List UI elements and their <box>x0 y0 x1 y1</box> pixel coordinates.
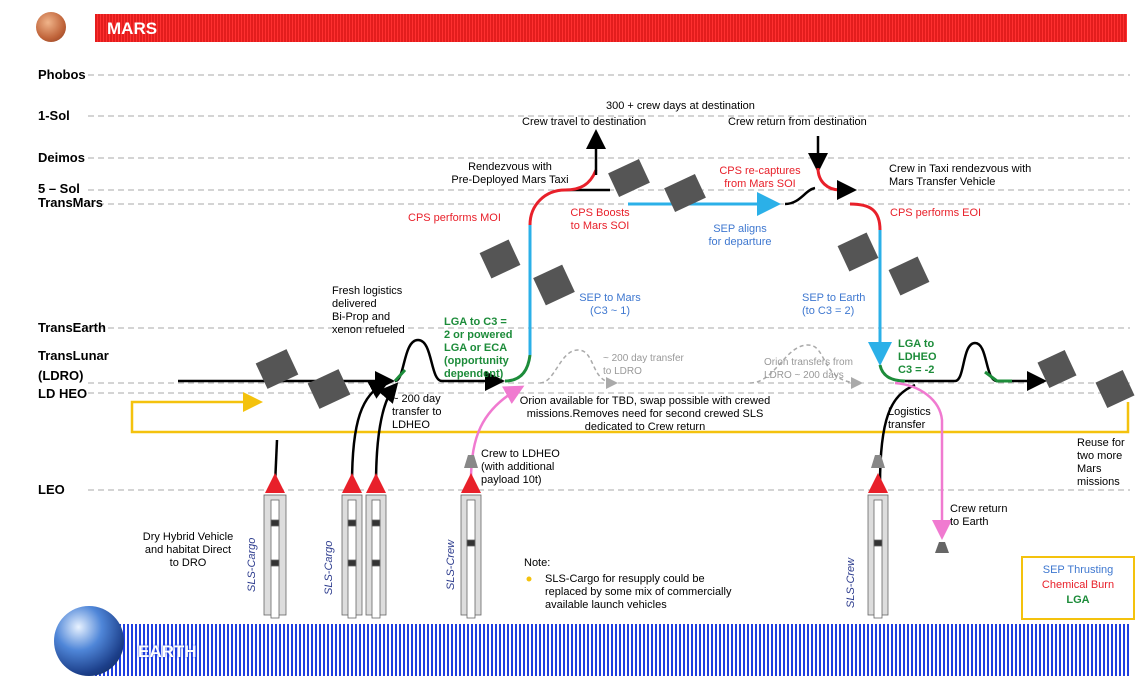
cps-eoi-arc <box>849 202 882 231</box>
rocket-1 <box>263 494 287 619</box>
rocket-4 <box>460 494 482 619</box>
cps-boosts-label: CPS Boosts to Mars SOI <box>570 207 630 232</box>
sep-to-earth-label: SEP to Earth (to C3 = 2) <box>802 292 866 317</box>
dry-hybrid-label: Dry Hybrid Vehicle and habitat Direct to… <box>142 531 234 569</box>
gray-loop-2 <box>749 344 863 389</box>
level-ld-heo: LD HEO <box>38 386 88 401</box>
cps-moi-arc <box>528 188 566 226</box>
orion-available-note: Orion available for TBD, swap possible w… <box>519 395 771 433</box>
taxi-rendezvous-label: Crew in Taxi rendezvous with Mars Transf… <box>889 163 1032 188</box>
rocket-2 <box>341 494 363 619</box>
lga-out <box>504 354 532 383</box>
sep-aligns-label: SEP aligns for departure <box>708 223 772 248</box>
level-5-sol: 5 – Sol <box>38 181 80 196</box>
note-title: Note: <box>524 557 551 569</box>
spacecraft-5 <box>1037 349 1135 409</box>
sep-to-mars-label: SEP to Mars (C3 ~ 1) <box>579 292 641 317</box>
capsule-2 <box>871 455 885 468</box>
level-deimos: Deimos <box>38 150 85 165</box>
logistics-transfer-label: Logistics transfer <box>888 406 931 431</box>
level-ldro: (LDRO) <box>38 368 84 383</box>
mars-header-bar: MARS <box>95 14 1127 42</box>
gray-loop-1 <box>539 349 618 389</box>
launch-red-arrows <box>265 473 888 493</box>
spacecraft-4 <box>837 232 930 296</box>
lga-ldheo-label: LGA to LDHEO C3 = -2 <box>898 338 937 376</box>
legend-sep: SEP Thrusting <box>1042 564 1114 576</box>
spacecraft-3 <box>608 159 706 212</box>
level-1-sol: 1-Sol <box>38 108 70 123</box>
sls-cargo-label-2: SLS-Cargo <box>323 540 335 595</box>
legend-lga: LGA <box>1066 594 1090 606</box>
reuse-label: Reuse for two more Mars missions <box>1077 437 1125 488</box>
orion-ldro-label: Orion transfers from LDRO ~ 200 days <box>764 357 853 381</box>
ldheo-green-1 <box>393 368 407 383</box>
earth-planet-icon <box>54 606 124 676</box>
lga-c3-label: LGA to C3 = 2 or powered LGA or ECA (opp… <box>444 316 513 380</box>
spacecraft-2 <box>479 239 575 306</box>
mars-title: MARS <box>107 19 158 38</box>
crew-to-ldheo-label: Crew to LDHEO (with additional payload 1… <box>481 448 560 486</box>
rocket-3 <box>365 494 387 619</box>
cps-eoi-label: CPS performs EOI <box>890 207 982 219</box>
rocket-5 <box>867 494 889 619</box>
cps-boost <box>564 169 598 192</box>
capsule-1 <box>464 455 478 468</box>
ldro-transfer-label: ~ 200 day transfer to LDRO <box>603 353 684 377</box>
capsule-3 <box>935 542 949 553</box>
crew-return-earth-label: Crew return to Earth <box>950 503 1008 528</box>
ldheo-loop-2 <box>954 341 998 383</box>
cps-recapture <box>816 167 841 192</box>
rendezvous-label: Rendezvous with Pre-Deployed Mars Taxi <box>451 161 569 186</box>
sls-crew-label-1: SLS-Crew <box>445 539 457 590</box>
legend-box: SEP Thrusting Chemical Burn LGA <box>1021 556 1135 620</box>
sls-crew-label-2: SLS-Crew <box>845 557 857 608</box>
ldheo-green-2 <box>984 370 1012 383</box>
earth-footer-bar <box>95 624 1130 676</box>
level-translunar: TransLunar <box>38 348 109 363</box>
mars-return-black <box>784 186 816 206</box>
mars-planet-icon <box>36 12 66 42</box>
earth-title: EARTH <box>138 642 197 661</box>
note-bullet <box>526 576 532 582</box>
sls-cargo-label-1: SLS-Cargo <box>246 537 258 592</box>
crew-return-destination-label: Crew return from destination <box>728 116 867 128</box>
cps-recapture-label: CPS re-captures from Mars SOI <box>719 165 801 190</box>
spacecraft-1 <box>255 349 351 409</box>
level-leo: LEO <box>38 482 65 497</box>
level-transmars: TransMars <box>38 195 104 210</box>
transfer-ldheo-label: ~ 200 day transfer to LDHEO <box>392 393 442 431</box>
level-transearth: TransEarth <box>38 320 106 335</box>
crew-return-path <box>894 381 952 540</box>
launch-arc-3 <box>374 382 399 486</box>
fresh-logistics-label: Fresh logistics delivered Bi-Prop and xe… <box>332 285 405 336</box>
lga-in <box>878 364 906 383</box>
crew-travel-label: Crew travel to destination <box>522 116 647 128</box>
legend-chemical: Chemical Burn <box>1041 579 1115 591</box>
note-text: SLS-Cargo for resupply could be replaced… <box>545 573 732 611</box>
logistics-arc <box>878 383 916 486</box>
crew-days-label: 300 + crew days at destination <box>606 100 755 112</box>
reuse-loop-path <box>130 392 1130 434</box>
level-phobos: Phobos <box>38 67 86 82</box>
cps-moi-label: CPS performs MOI <box>408 212 501 224</box>
